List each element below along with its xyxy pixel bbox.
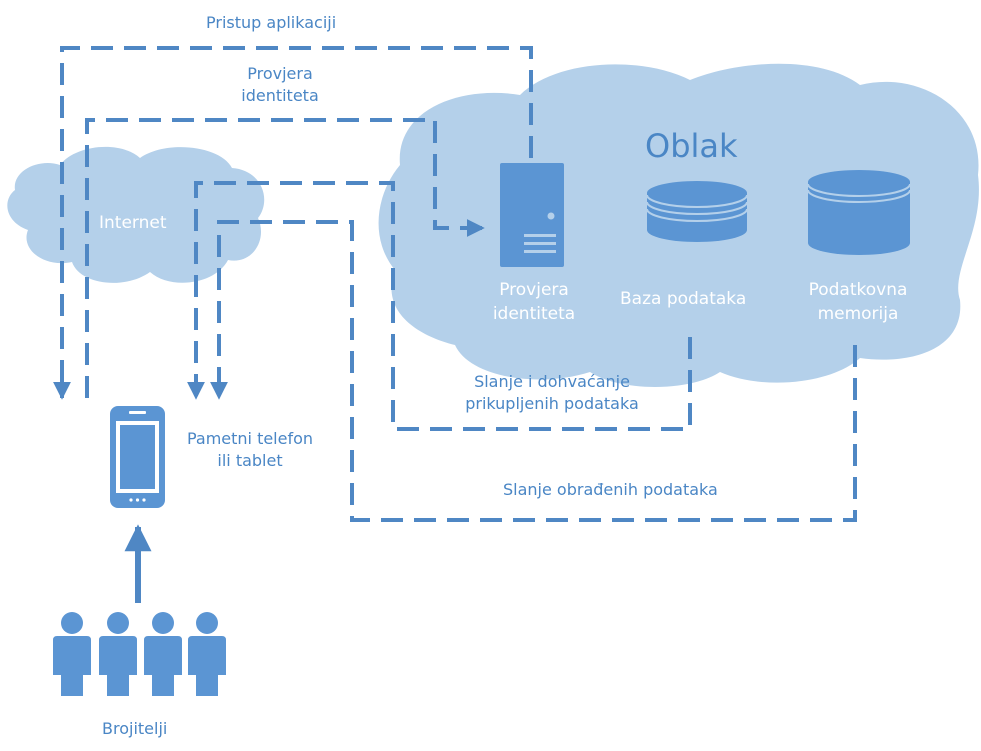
storage-icon: [807, 170, 911, 255]
slanje-obradenih-line: [210, 220, 857, 522]
provjera-identiteta-line: [85, 118, 485, 398]
label-slanje-obradenih: Slanje obrađenih podataka: [503, 480, 718, 499]
pristup-aplikaciji-line: [53, 46, 533, 400]
label-brojitelji: Brojitelji: [102, 719, 168, 738]
label-provjera-identiteta-top: Provjera identiteta: [241, 64, 319, 105]
label-oblak: Oblak: [645, 127, 738, 165]
smartphone-icon: [110, 406, 165, 508]
internet-cloud-shape: [7, 146, 265, 283]
slanje-dohvacanje-line: [187, 181, 692, 431]
label-podatkovna-memorija: Podatkovna memorija: [808, 280, 908, 324]
label-pametni-telefon: Pametni telefon ili tablet: [186, 429, 314, 470]
server-icon: [500, 163, 564, 267]
label-internet: Internet: [99, 213, 167, 233]
label-pristup-aplikaciji: Pristup aplikaciji: [206, 13, 337, 32]
database-icon: [646, 181, 748, 242]
label-server-provjera-identiteta: Provjera identiteta: [492, 280, 576, 324]
label-baza-podataka: Baza podataka: [620, 289, 747, 309]
users-icon: [53, 612, 226, 696]
label-slanje-dohvacanje: Slanje i dohvaćanje prikupljenih podatak…: [465, 372, 639, 413]
